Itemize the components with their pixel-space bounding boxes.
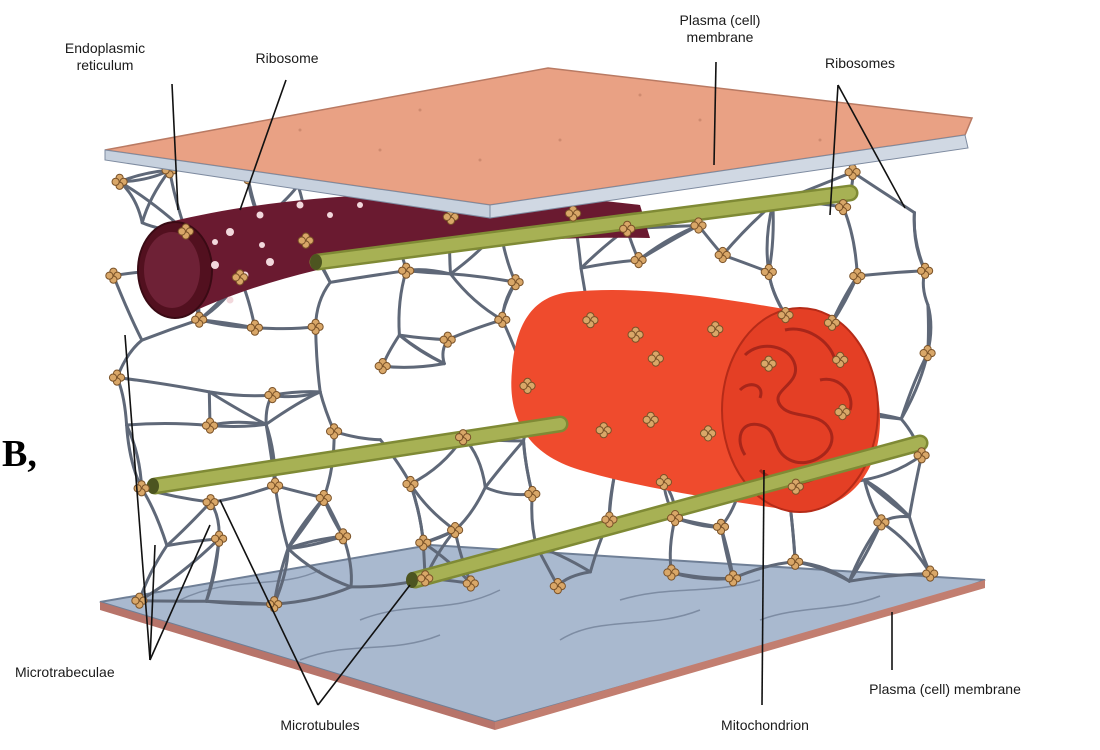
lattice-strand [857, 271, 925, 276]
ribosome [850, 269, 865, 284]
plasma-membrane-top-label: Plasma (cell) membrane [640, 12, 800, 46]
plasma-membrane-top-label-line1: Plasma (cell) [640, 12, 800, 29]
endoplasmic-reticulum-label-line1: Endoplasmic [45, 40, 165, 57]
plasma-membrane-bottom-label: Plasma (cell) membrane [800, 681, 1090, 698]
lattice-strand [117, 378, 209, 392]
lattice-strand [853, 172, 915, 213]
lattice-strand [451, 274, 516, 282]
lattice-strand [485, 441, 523, 487]
lattice-strand [255, 327, 316, 329]
lattice-strand [142, 488, 167, 545]
lattice-strand [843, 207, 857, 276]
ribosome [106, 268, 121, 283]
ribosome [202, 418, 217, 433]
endoplasmic-reticulum-label-line2: reticulum [45, 57, 165, 74]
lattice-strand [330, 271, 406, 283]
lattice-strand [448, 320, 503, 340]
ribosome [845, 165, 860, 180]
plasma-membrane-top-label-line2: membrane [640, 29, 800, 46]
ribosome [495, 312, 510, 327]
microtubules-label: Microtubules [235, 717, 405, 734]
ribosome [247, 320, 262, 335]
endoplasmic-reticulum-label: Endoplasmic reticulum [45, 40, 165, 74]
ribosome [109, 370, 124, 385]
lattice-strand [383, 364, 445, 368]
lattice-strand [113, 276, 141, 341]
lattice-strand [901, 353, 927, 419]
lattice-strand [451, 274, 503, 320]
mitochondrion-label: Mitochondrion [665, 717, 865, 734]
lattice-strand [455, 487, 485, 530]
ribosome [761, 264, 776, 279]
lattice-strand [127, 424, 210, 426]
ribosome [920, 346, 935, 361]
lattice-strand [275, 486, 288, 549]
ribosome [440, 332, 455, 347]
lattice-strand [209, 392, 272, 396]
side-mark: B, [2, 432, 37, 476]
lattice-strand [142, 320, 199, 341]
ribosome-label: Ribosome [222, 50, 352, 67]
lattice-strand [316, 327, 321, 392]
lattice-strand [210, 424, 266, 426]
lattice-strand [832, 276, 857, 323]
ribosome [268, 478, 283, 493]
ribosome [918, 263, 933, 278]
lattice-strand [399, 271, 406, 335]
ribosome [525, 486, 540, 501]
lattice-strand [881, 522, 930, 573]
microtrabeculae-label: Microtrabeculae [15, 664, 215, 681]
lattice-strand [909, 455, 921, 516]
ribosomes-label: Ribosomes [790, 55, 930, 72]
ribosome [327, 424, 342, 439]
ribosome [336, 529, 351, 544]
lattice-strand [211, 486, 276, 503]
lattice-strand [909, 517, 930, 574]
ribosome [308, 319, 323, 334]
ribosome [375, 359, 390, 374]
lattice-strand [524, 441, 533, 494]
ribosome [265, 388, 280, 403]
lattice-strand [139, 601, 206, 602]
ribosome [399, 263, 414, 278]
ribosome [508, 275, 523, 290]
